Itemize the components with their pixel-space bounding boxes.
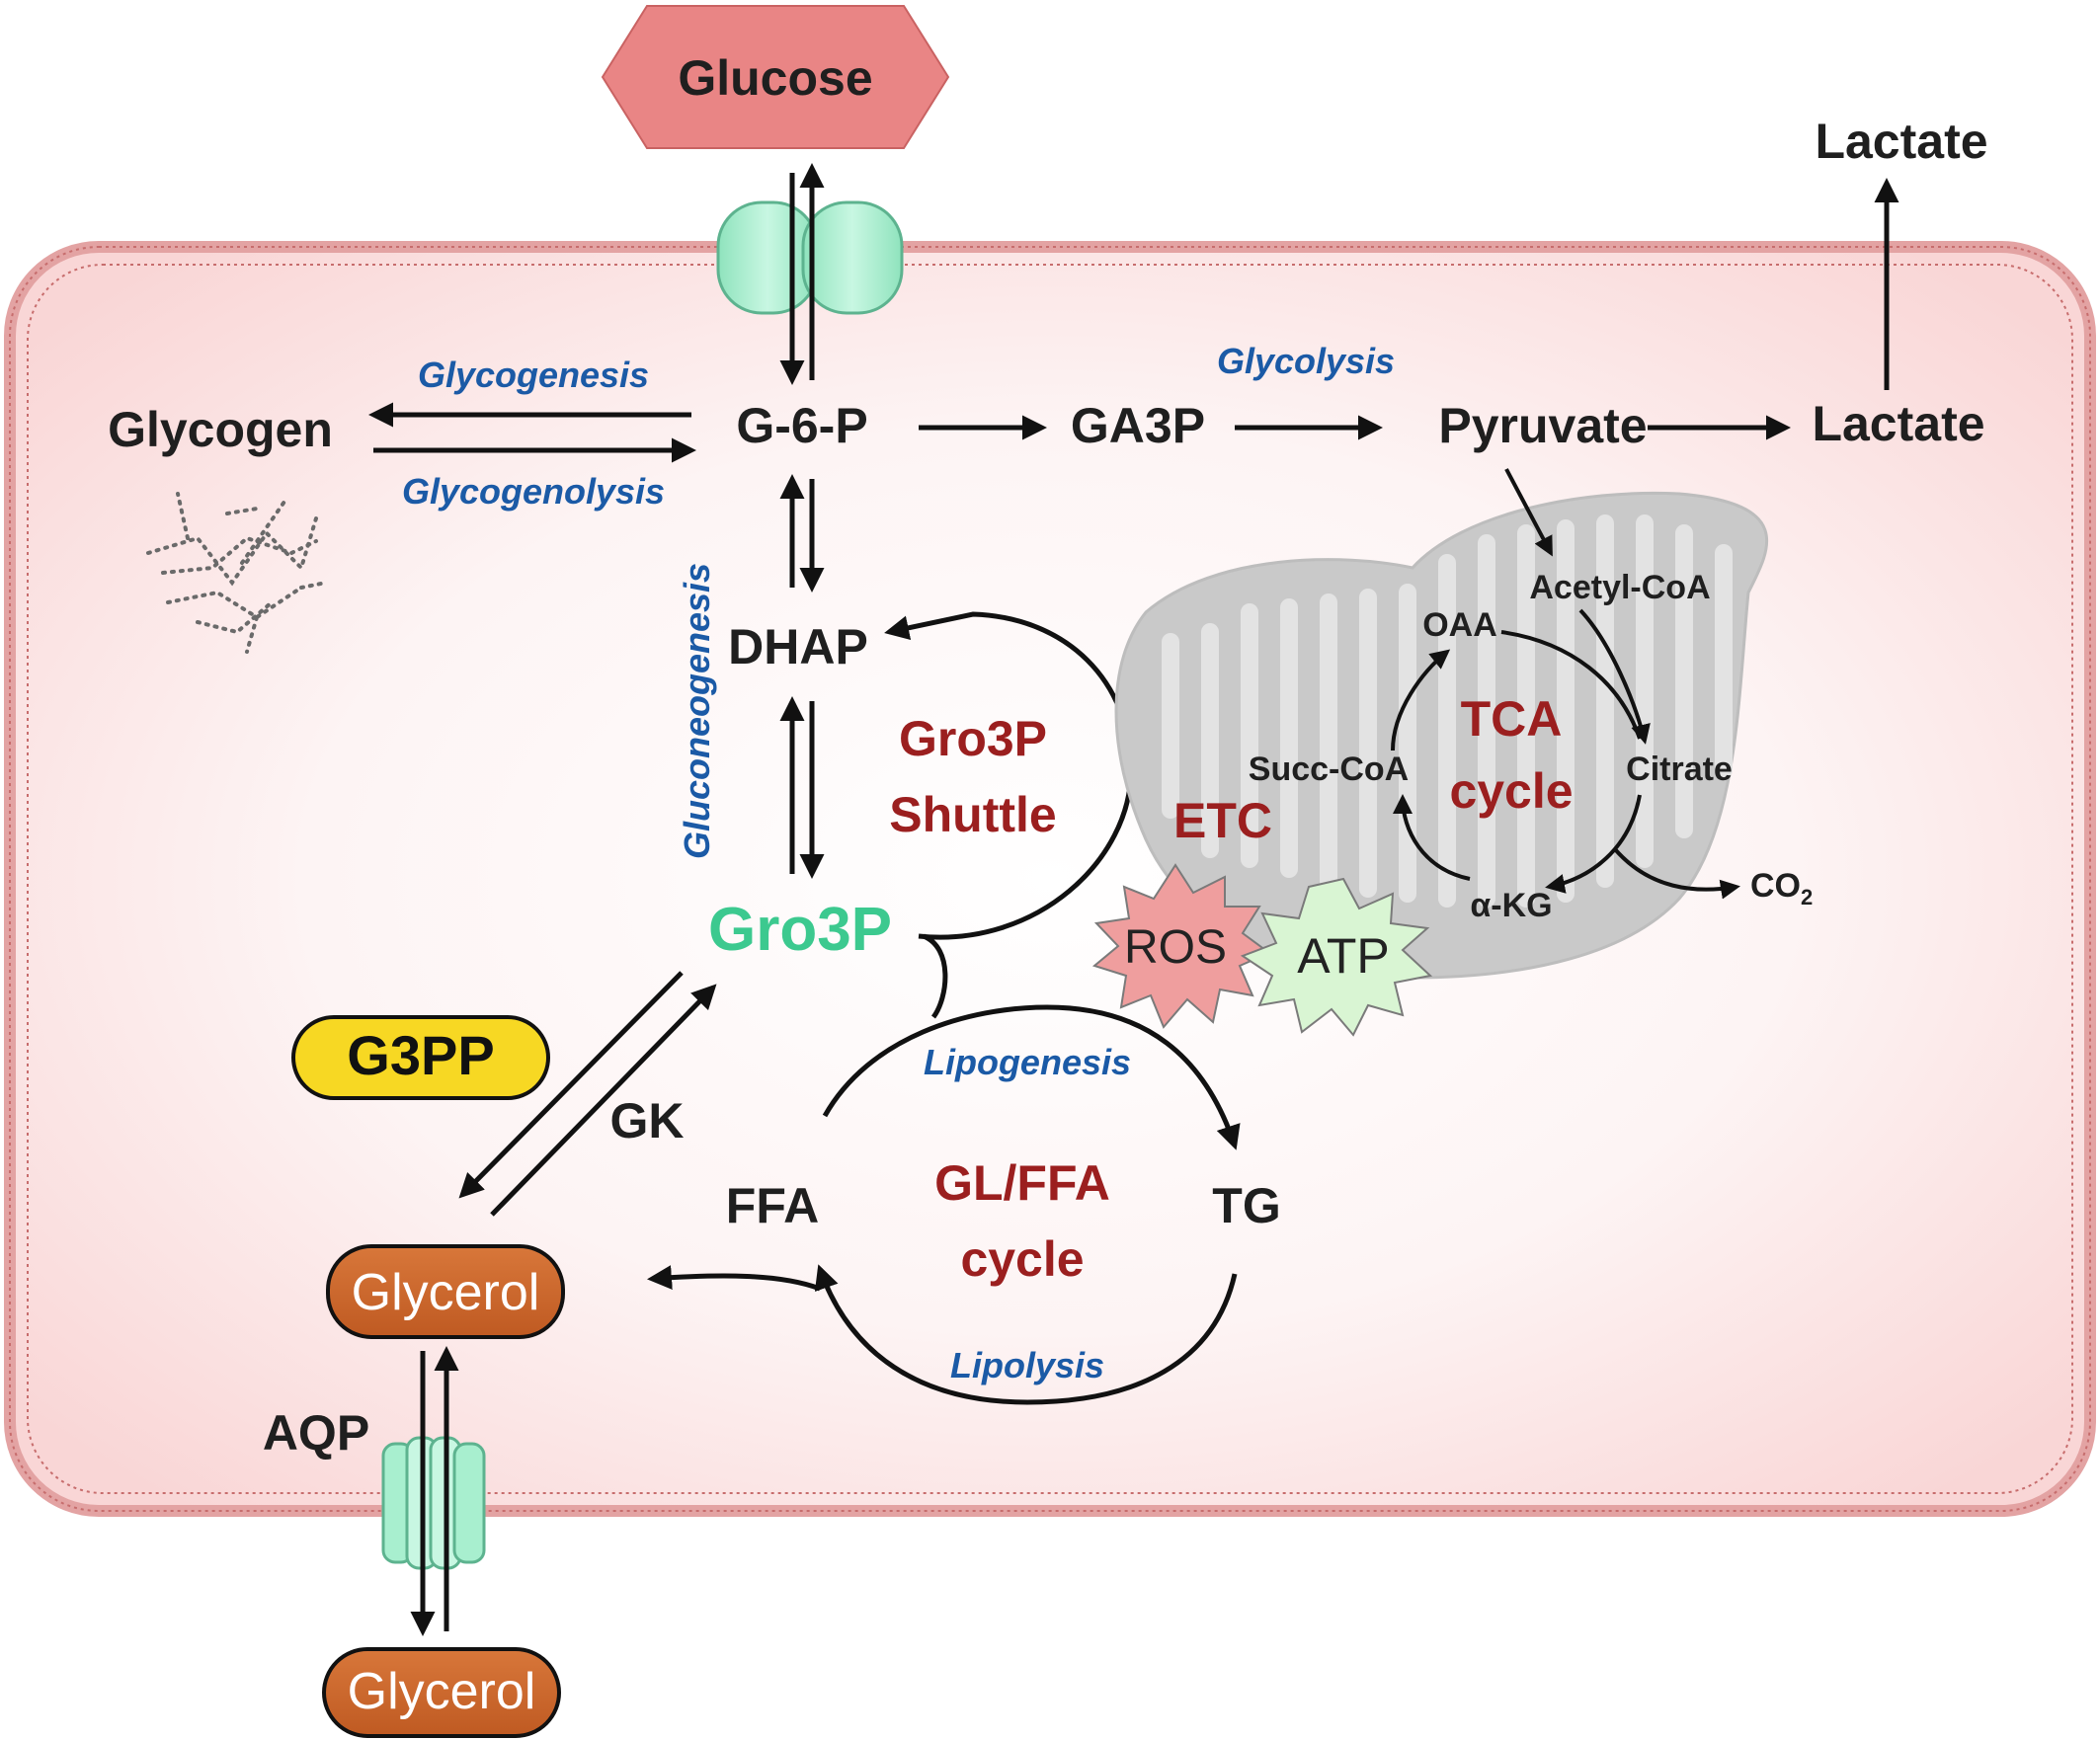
glycogenesis-label: Glycogenesis bbox=[418, 355, 649, 395]
lipogenesis-label: Lipogenesis bbox=[924, 1042, 1131, 1082]
atp-label: ATP bbox=[1297, 928, 1390, 984]
co2-main: CO bbox=[1750, 867, 1801, 905]
glycerol-out-label: Glycerol bbox=[348, 1663, 536, 1720]
arrow-oaa-to-citrate bbox=[1500, 630, 1642, 740]
gro3p-label: Gro3P bbox=[708, 896, 892, 964]
arrow-acetylcoa-to-citrate bbox=[1578, 608, 1651, 745]
arrow-gro3p-to-glycerol bbox=[458, 971, 684, 1199]
lactate-in-label: Lactate bbox=[1812, 396, 1984, 451]
arrow-citrate-to-akg bbox=[1545, 794, 1642, 894]
arrow-pyruvate-to-acetylcoa bbox=[1504, 468, 1553, 557]
glucose-label: Glucose bbox=[678, 50, 872, 106]
ros-burst: ROS bbox=[1091, 863, 1271, 1029]
arrow-akg-to-succcoa bbox=[1393, 794, 1471, 881]
arrow-succcoa-to-oaa bbox=[1391, 649, 1451, 751]
arrow-cycle-to-glycerol bbox=[647, 1265, 821, 1292]
aqp-label: AQP bbox=[263, 1405, 369, 1461]
acetylcoa-label: Acetyl-CoA bbox=[1529, 569, 1710, 606]
gk-label: GK bbox=[610, 1093, 685, 1148]
etc-label: ETC bbox=[1173, 793, 1272, 848]
glycolysis-label: Glycolysis bbox=[1217, 341, 1395, 381]
gro3p-shuttle-label-1: Gro3P bbox=[899, 711, 1047, 766]
gro3p-shuttle-label-2: Shuttle bbox=[889, 787, 1056, 842]
ffa-label: FFA bbox=[726, 1178, 819, 1233]
glycerol-in-label: Glycerol bbox=[352, 1264, 540, 1321]
g3pp-label: G3PP bbox=[347, 1024, 494, 1086]
glucose-node: Glucose bbox=[601, 5, 950, 149]
citrate-label: Citrate bbox=[1626, 751, 1733, 788]
lipolysis-arc bbox=[814, 1264, 1238, 1405]
gluconeogenesis-label: Gluconeogenesis bbox=[677, 563, 717, 859]
co2-subscript: 2 bbox=[1801, 885, 1813, 910]
lactate-out-label: Lactate bbox=[1815, 114, 1987, 169]
glffa-label-2: cycle bbox=[960, 1231, 1084, 1287]
gro3p-to-cycle-connector bbox=[922, 933, 948, 1019]
glycerol-out-node: Glycerol bbox=[322, 1647, 561, 1738]
glycogenolysis-label: Glycogenolysis bbox=[402, 471, 665, 512]
succcoa-label: Succ-CoA bbox=[1249, 751, 1409, 788]
lipogenesis-arc bbox=[822, 1004, 1241, 1150]
g6p-label: G-6-P bbox=[736, 398, 867, 453]
glucose-hexagon bbox=[601, 5, 950, 149]
ga3p-label: GA3P bbox=[1071, 398, 1205, 453]
arrow-glycerol-to-gro3p bbox=[490, 984, 717, 1217]
tca-cycle: Acetyl-CoA OAA Citrate Succ-CoA α-KG CO2… bbox=[1249, 468, 1813, 924]
g3pp-badge: G3PP bbox=[291, 1015, 550, 1100]
tca-label-1: TCA bbox=[1461, 691, 1563, 747]
lipolysis-label: Lipolysis bbox=[950, 1345, 1104, 1385]
co2-label: CO2 bbox=[1750, 867, 1813, 910]
glycerol-in-node: Glycerol bbox=[326, 1244, 565, 1339]
glycogen-granule-icon bbox=[146, 492, 328, 654]
atp-burst: ATP bbox=[1240, 877, 1433, 1037]
pyruvate-label: Pyruvate bbox=[1438, 398, 1647, 453]
arrow-to-co2 bbox=[1613, 847, 1740, 900]
aquaporin-icon bbox=[381, 1436, 486, 1570]
tca-label-2: cycle bbox=[1449, 763, 1573, 819]
ros-label: ROS bbox=[1124, 921, 1227, 974]
oaa-label: OAA bbox=[1422, 606, 1497, 644]
glycogen-label: Glycogen bbox=[108, 402, 333, 457]
tg-label: TG bbox=[1212, 1178, 1280, 1233]
glffa-label-1: GL/FFA bbox=[934, 1155, 1110, 1211]
akg-label: α-KG bbox=[1470, 887, 1552, 924]
dhap-label: DHAP bbox=[728, 619, 868, 674]
